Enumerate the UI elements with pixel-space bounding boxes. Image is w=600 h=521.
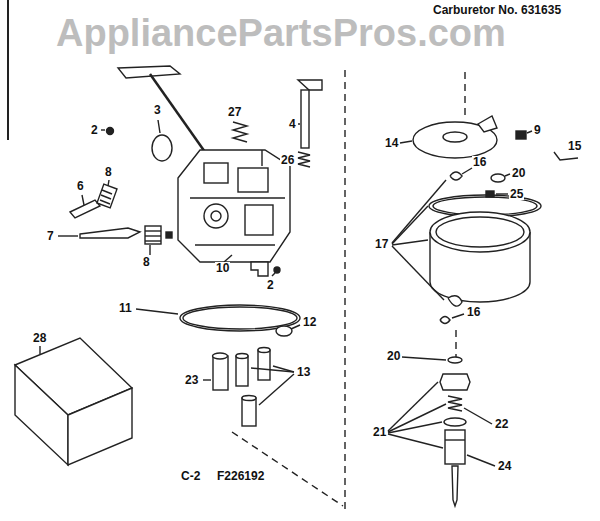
callout-number: 25 <box>509 188 524 200</box>
carburetor-body <box>178 150 290 262</box>
callout-number: 13 <box>296 366 311 378</box>
callout-number: 28 <box>32 332 47 344</box>
callout-number: 26 <box>280 154 295 166</box>
watermark: AppliancePartsPros.com <box>55 14 507 52</box>
callout-number: 2 <box>266 279 275 291</box>
callout-number: 8 <box>142 256 151 268</box>
throttle-shaft-4 <box>298 80 322 148</box>
callout-number: 12 <box>302 316 317 328</box>
callout-number: 16 <box>472 156 487 168</box>
callout-number: 7 <box>46 230 55 242</box>
callout-number: 15 <box>567 140 582 152</box>
filter-box-28 <box>15 338 132 465</box>
edge-line <box>7 0 8 140</box>
washer-20 <box>402 357 462 363</box>
bowl-lid-14 <box>400 116 497 158</box>
washer-20 <box>491 174 510 182</box>
callout-number: 8 <box>104 166 113 178</box>
figure-code: F226192 <box>216 470 265 482</box>
spring-26 <box>298 152 310 167</box>
callout-number: 2 <box>90 124 99 136</box>
mixture-needle <box>58 226 172 255</box>
callout-number: 3 <box>153 104 162 116</box>
seal-12 <box>276 325 300 336</box>
clip-16 <box>450 168 472 180</box>
spring-27 <box>233 122 247 142</box>
callout-number: 24 <box>497 460 512 472</box>
callout-number: 4 <box>288 118 297 130</box>
figure-code: C-2 <box>180 470 201 482</box>
callout-number: 20 <box>511 167 526 179</box>
callout-number: 27 <box>227 106 242 118</box>
callout-number: 22 <box>494 418 509 430</box>
float-bowl-17 <box>392 180 541 306</box>
plug-9 <box>516 131 532 139</box>
clip-15 <box>554 152 578 160</box>
callout-number: 20 <box>386 350 401 362</box>
bracket-10 <box>224 255 268 276</box>
callout-number: 23 <box>184 374 199 386</box>
callout-number: 10 <box>215 262 230 274</box>
callout-number: 17 <box>374 238 389 250</box>
callout-number: 14 <box>384 137 399 149</box>
callout-number: 9 <box>533 124 542 136</box>
idle-screw <box>70 180 117 218</box>
callout-number: 16 <box>466 306 481 318</box>
callout-number: 6 <box>76 180 85 192</box>
pins-13 <box>236 348 294 427</box>
callout-number: 11 <box>118 302 133 314</box>
main-jet-stack-21 <box>388 374 495 506</box>
choke-plate <box>152 120 172 161</box>
screw <box>101 128 280 277</box>
diagram-title: Carburetor No. 631635 <box>432 4 562 16</box>
gasket-11 <box>136 305 300 331</box>
nozzle-23 <box>203 353 228 390</box>
callout-number: 21 <box>372 426 387 438</box>
clip-16 <box>440 314 464 324</box>
